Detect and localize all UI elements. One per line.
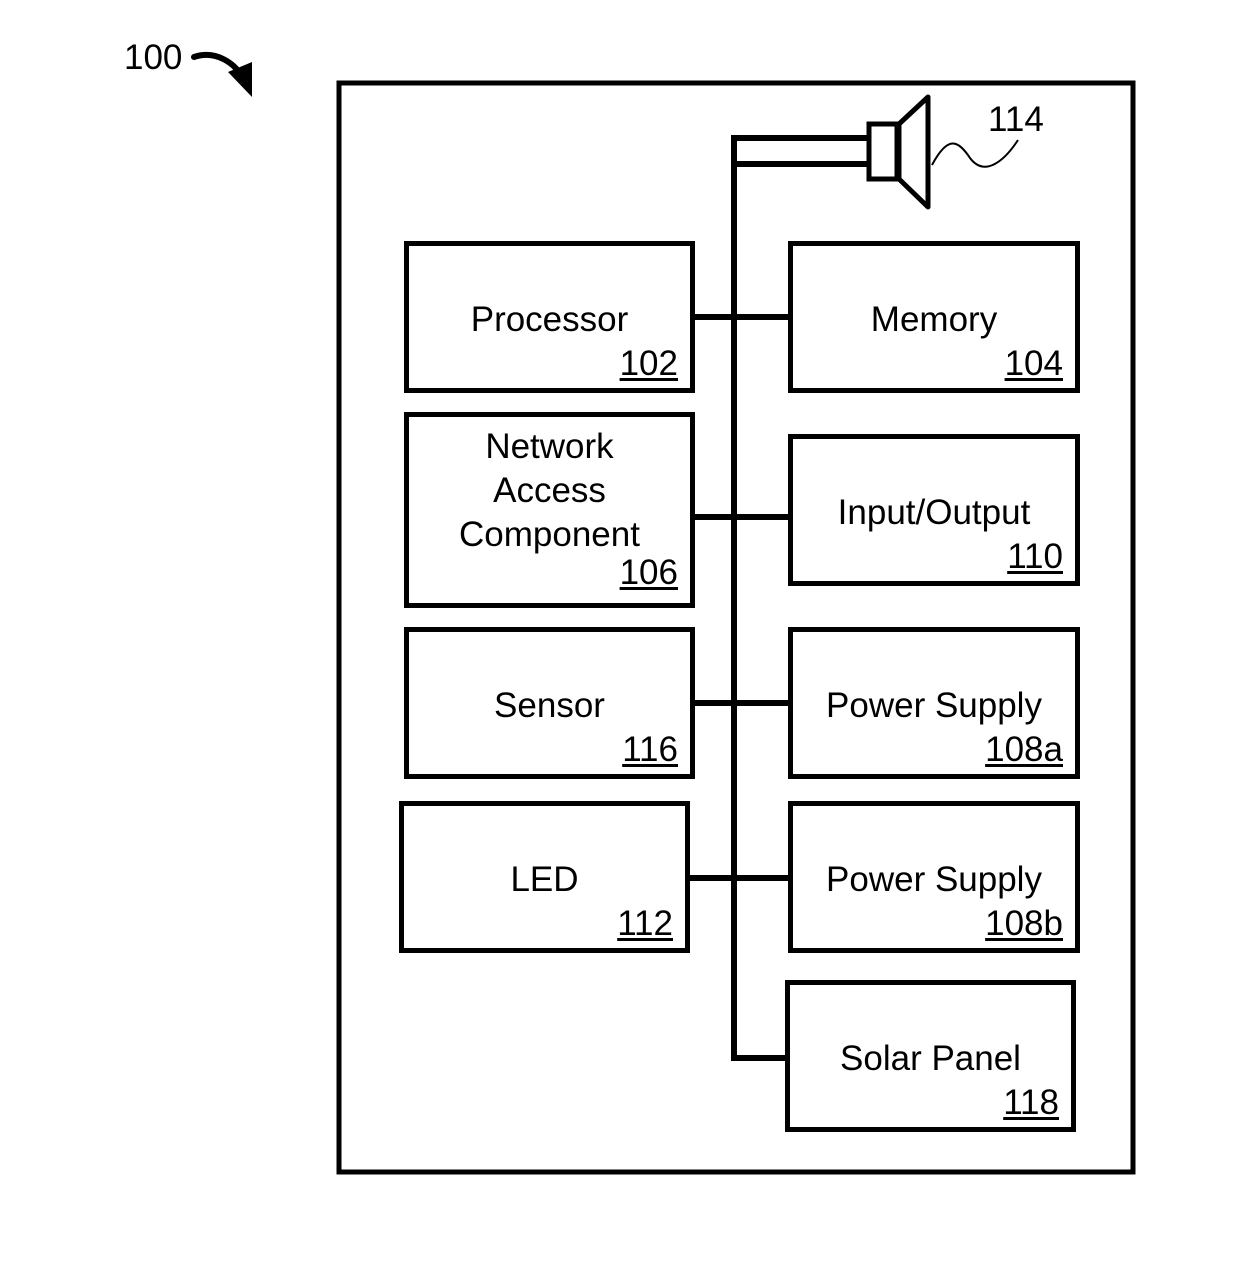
bus-link-solar [731, 1055, 787, 1061]
network-label-line-1: Network [409, 425, 690, 469]
sensor-label: Sensor [409, 684, 690, 728]
solar-panel-block: Solar Panel 118 [785, 980, 1076, 1132]
bus-vertical [731, 135, 737, 1061]
speaker-reference-label: 114 [988, 100, 1044, 140]
processor-label: Processor [409, 298, 690, 342]
network-label-line-3: Component [409, 513, 690, 557]
processor-block: Processor 102 [404, 241, 695, 393]
power-supply-b-label: Power Supply [793, 858, 1075, 902]
speaker-leader-line [932, 140, 1018, 167]
power-supply-a-ref: 108a [985, 730, 1063, 770]
input-output-label: Input/Output [793, 491, 1075, 535]
led-block: LED 112 [399, 801, 690, 953]
input-output-ref: 110 [1007, 537, 1063, 577]
sensor-ref: 116 [622, 730, 678, 770]
solar-panel-label: Solar Panel [790, 1037, 1071, 1081]
processor-ref: 102 [620, 344, 678, 384]
speaker-wire-bottom [731, 161, 871, 167]
network-ref: 106 [620, 553, 678, 593]
input-output-block: Input/Output 110 [788, 434, 1080, 586]
bus-link-led-power-b [687, 875, 790, 881]
memory-block: Memory 104 [788, 241, 1080, 393]
led-ref: 112 [617, 904, 673, 944]
memory-label: Memory [793, 298, 1075, 342]
speaker-icon [869, 97, 928, 207]
power-supply-a-label: Power Supply [793, 684, 1075, 728]
power-supply-b-block: Power Supply 108b [788, 801, 1080, 953]
network-label-line-2: Access [409, 469, 690, 513]
bus-link-network-io [692, 514, 790, 520]
sensor-block: Sensor 116 [404, 627, 695, 779]
memory-ref: 104 [1005, 344, 1063, 384]
network-access-component-block: Network Access Component 106 [404, 412, 695, 608]
power-supply-b-ref: 108b [985, 904, 1063, 944]
bus-link-processor-memory [692, 314, 790, 320]
solar-panel-ref: 118 [1003, 1083, 1059, 1123]
led-label: LED [404, 858, 685, 902]
bus-link-sensor-power-a [692, 700, 790, 706]
power-supply-a-block: Power Supply 108a [788, 627, 1080, 779]
speaker-wire-top [731, 135, 871, 141]
